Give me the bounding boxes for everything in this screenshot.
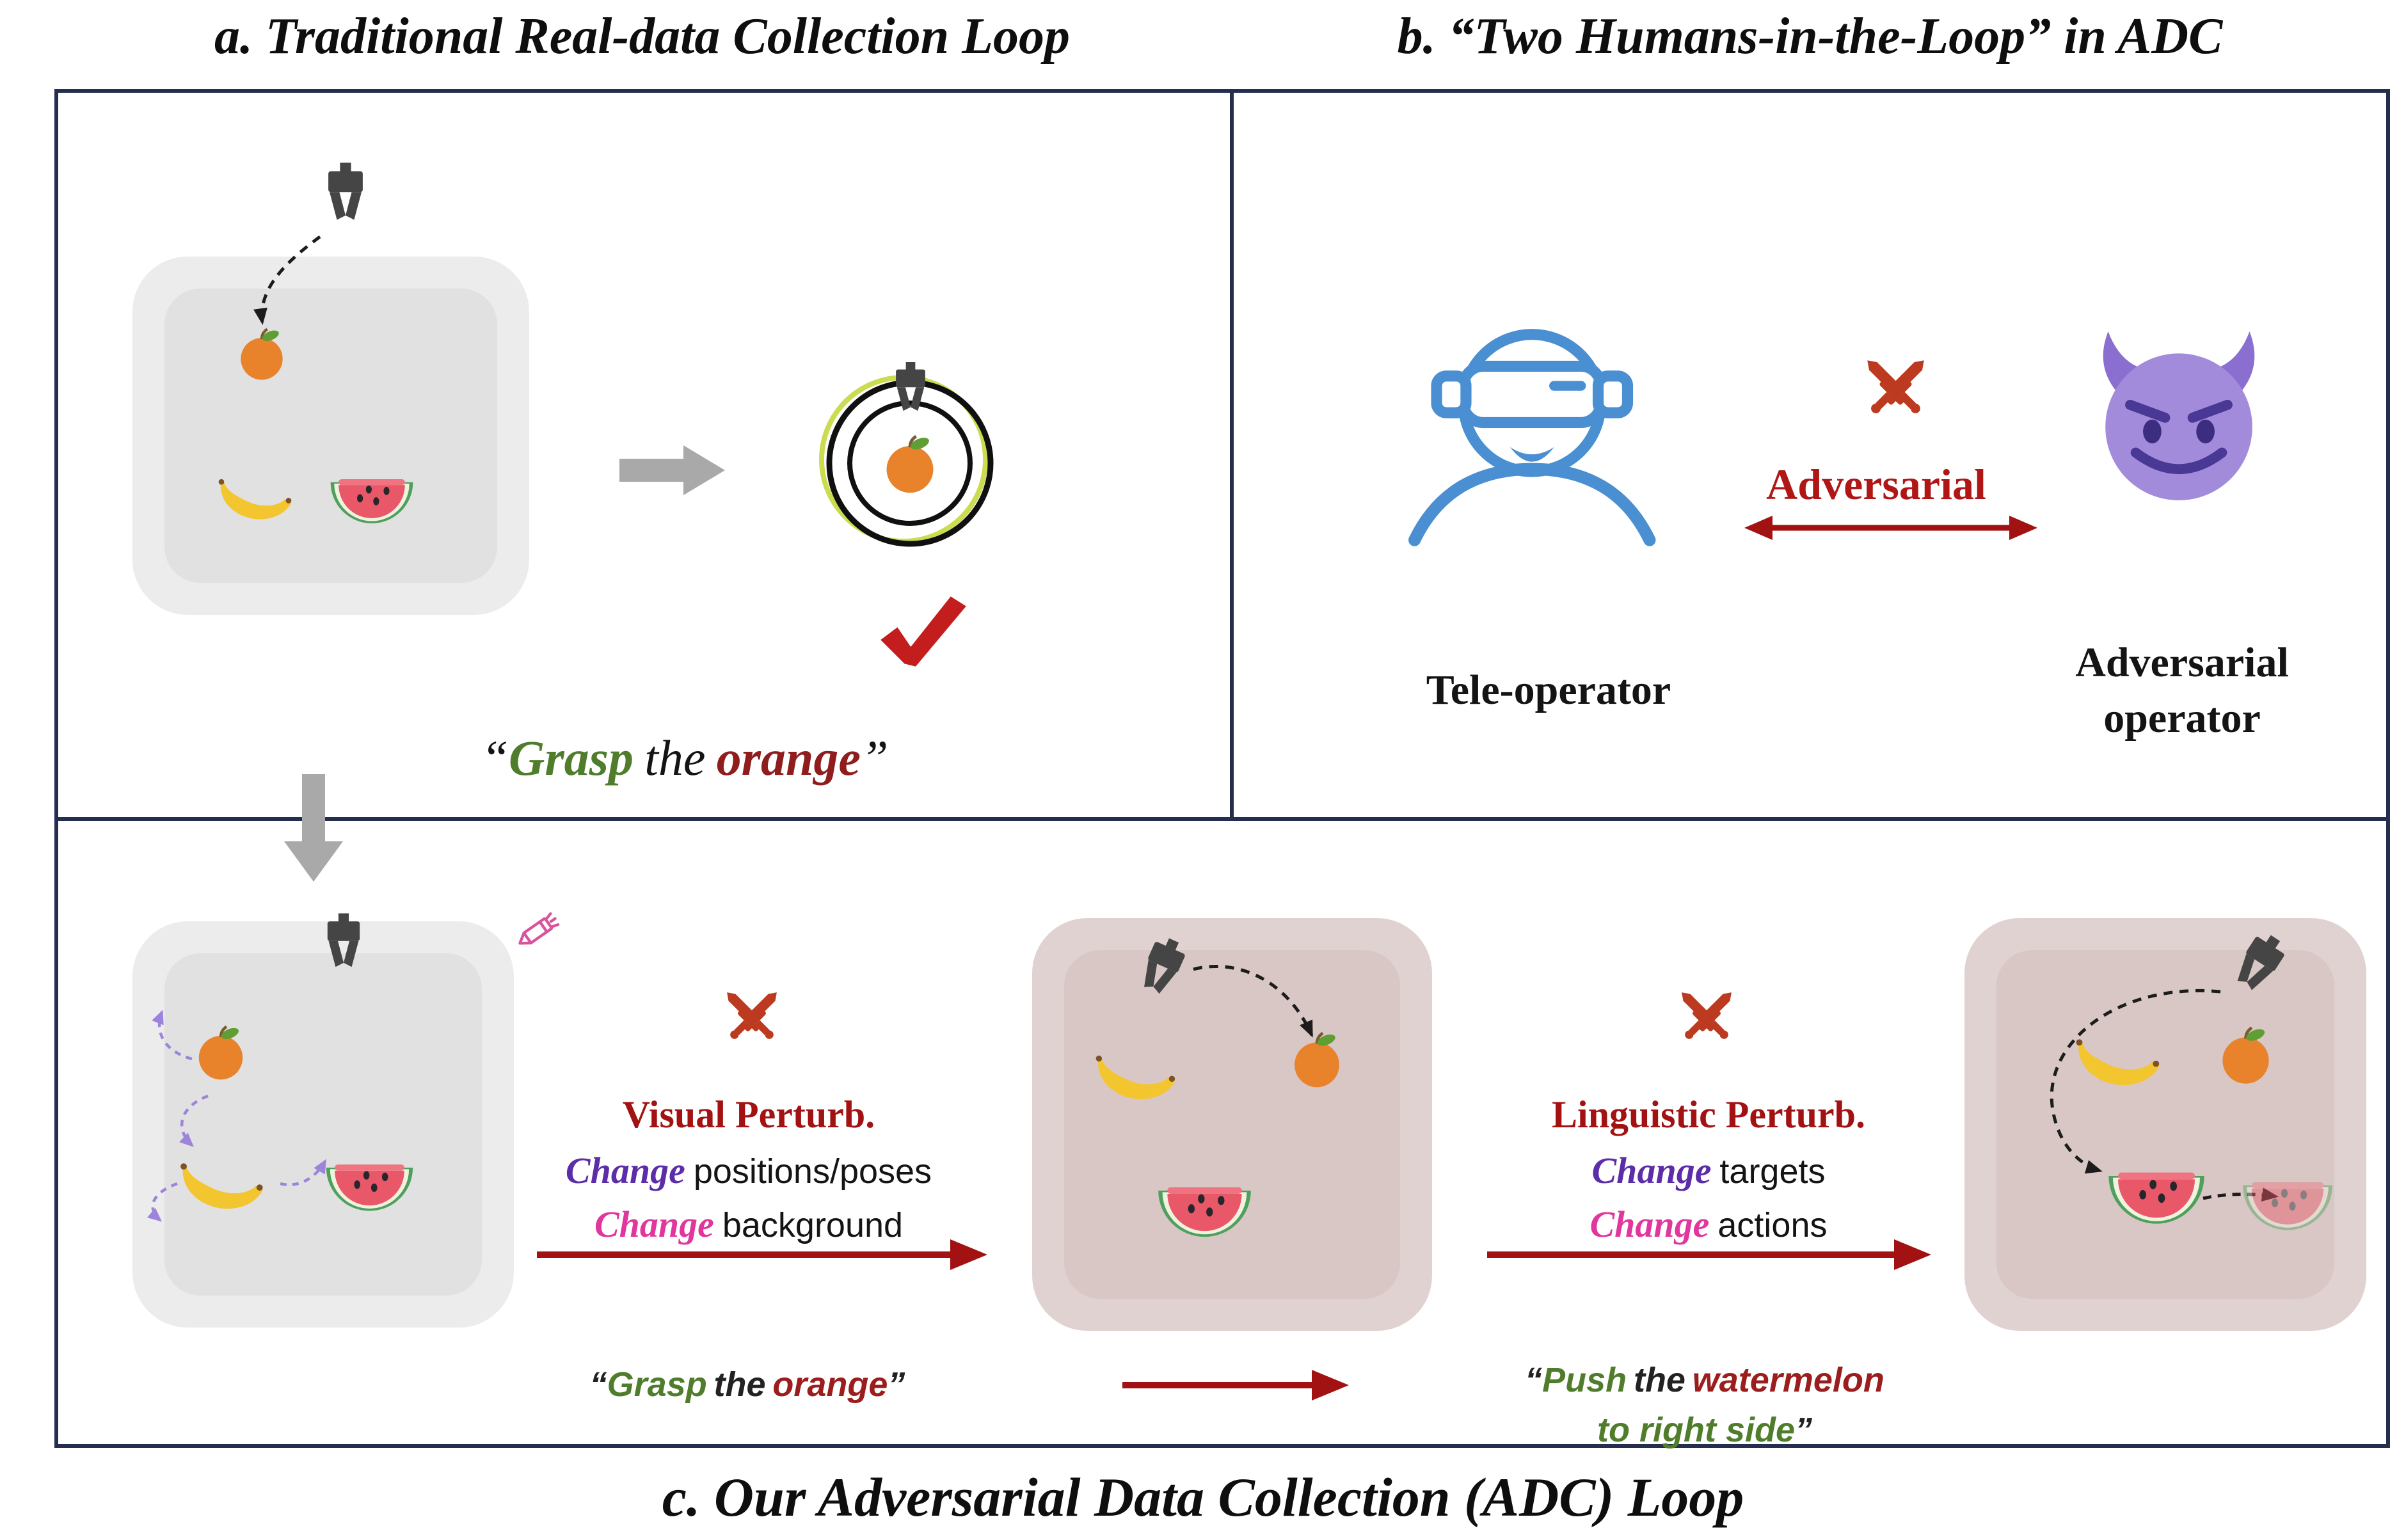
- divider-vertical: [1230, 89, 1234, 817]
- table-surface-c1: [164, 953, 482, 1296]
- pose-perturb-arrow: [280, 1159, 326, 1186]
- target-annotation-icon: [819, 362, 994, 547]
- watermelon-icon: [2105, 1155, 2208, 1230]
- change-rest: targets: [1719, 1152, 1826, 1191]
- table-surface-c3: [1996, 950, 2334, 1299]
- word-the: the: [1633, 1361, 1685, 1399]
- orange-icon: [234, 325, 289, 384]
- table-surface-c2: [1064, 950, 1400, 1299]
- linguistic-perturb-title: Linguistic Perturb.: [1552, 1093, 1865, 1136]
- table-bin-c3: [1964, 918, 2366, 1331]
- robot-gripper-icon: [315, 910, 372, 980]
- crossed-swords-icon: [717, 982, 787, 1052]
- verb-grasp: Grasp: [508, 730, 634, 786]
- quote-close: ”: [888, 1365, 905, 1404]
- panel-c-caption: c. Our Adversarial Data Collection (ADC)…: [662, 1466, 1744, 1528]
- table-surface-a: [164, 289, 497, 583]
- push-direction-text: to right side: [1597, 1411, 1795, 1449]
- tele-operator-label: Tele-operator: [1426, 667, 1671, 713]
- vr-teleoperator-icon: [1408, 329, 1656, 546]
- devil-icon: [2103, 331, 2255, 500]
- banana-icon: [174, 1155, 270, 1222]
- table-bin-c1: [132, 921, 514, 1328]
- gripper-approach-dashed-arrow: [1193, 964, 1314, 1038]
- pose-perturb-arrow: [147, 1182, 178, 1222]
- change-rest: positions/poses: [693, 1152, 932, 1191]
- block-arrow-right-icon: [619, 445, 725, 495]
- word-the: the: [713, 1365, 766, 1404]
- banana-icon: [1088, 1048, 1184, 1112]
- watermelon-icon: [328, 464, 416, 528]
- quote-open: “: [589, 1365, 607, 1404]
- quote-close: ”: [861, 730, 889, 786]
- quote-open: “: [1525, 1361, 1543, 1399]
- divider-horizontal: [54, 817, 2390, 821]
- watermelon-icon: [1155, 1171, 1254, 1242]
- word-the: the: [644, 730, 706, 786]
- pose-perturb-arrow: [179, 1094, 209, 1147]
- change-word: Change: [594, 1203, 714, 1245]
- watermelon-ghost-icon: [2240, 1166, 2336, 1236]
- panel-a-title: a. Traditional Real-data Collection Loop: [214, 8, 1071, 65]
- adversarial-operator-line1: Adversarial: [2075, 639, 2289, 686]
- change-word: Change: [1591, 1150, 1712, 1191]
- adversarial-operator-label: Adversarial operator: [1984, 635, 2380, 746]
- push-line2: to right side”: [1449, 1405, 1961, 1455]
- banana-icon: [2067, 1031, 2169, 1099]
- adversarial-operator-line2: operator: [2103, 695, 2261, 742]
- verb-push: Push: [1542, 1361, 1627, 1399]
- table-bin-a: [132, 257, 529, 615]
- quote-close: ”: [1795, 1411, 1812, 1449]
- orange-icon: [192, 1022, 250, 1084]
- adversarial-label: Adversarial: [1766, 460, 1986, 509]
- table-bin-c2: [1032, 918, 1432, 1331]
- block-arrow-down-icon: [284, 774, 343, 882]
- robot-gripper-icon: [315, 159, 376, 234]
- visual-perturb-title: Visual Perturb.: [622, 1093, 875, 1136]
- pose-perturb-arrow: [152, 1010, 193, 1061]
- target-orange: orange: [772, 1365, 888, 1404]
- change-rest: actions: [1717, 1206, 1828, 1244]
- panel-b-title: b. “Two Humans-in-the-Loop” in ADC: [1397, 8, 2223, 65]
- change-rest: background: [722, 1206, 904, 1244]
- gripper-approach-dashed-arrow: [253, 235, 321, 325]
- adversarial-double-arrow: [1744, 516, 2037, 540]
- pencil-icon: [518, 912, 560, 945]
- crossed-swords-icon: [1671, 982, 1742, 1052]
- orange-icon: [2215, 1024, 2276, 1088]
- checkmark-icon: [880, 596, 966, 667]
- change-word: Change: [1589, 1203, 1710, 1245]
- target-watermelon: watermelon: [1692, 1361, 1884, 1399]
- orange-icon: [1287, 1029, 1346, 1091]
- change-word: Change: [565, 1150, 685, 1191]
- banana-icon: [212, 472, 298, 531]
- quote-open: “: [481, 730, 509, 786]
- panel-border: [54, 89, 2390, 1448]
- loop-arrow-right: [1122, 1370, 1349, 1401]
- crossed-swords-icon: [1856, 349, 1936, 429]
- watermelon-icon: [323, 1149, 416, 1216]
- target-orange: orange: [716, 730, 861, 786]
- push-path-dashed-arrow: [2050, 989, 2221, 1174]
- verb-grasp: Grasp: [607, 1365, 707, 1404]
- perturb-arrow-right: [1487, 1239, 1931, 1270]
- perturb-arrow-right: [537, 1239, 987, 1270]
